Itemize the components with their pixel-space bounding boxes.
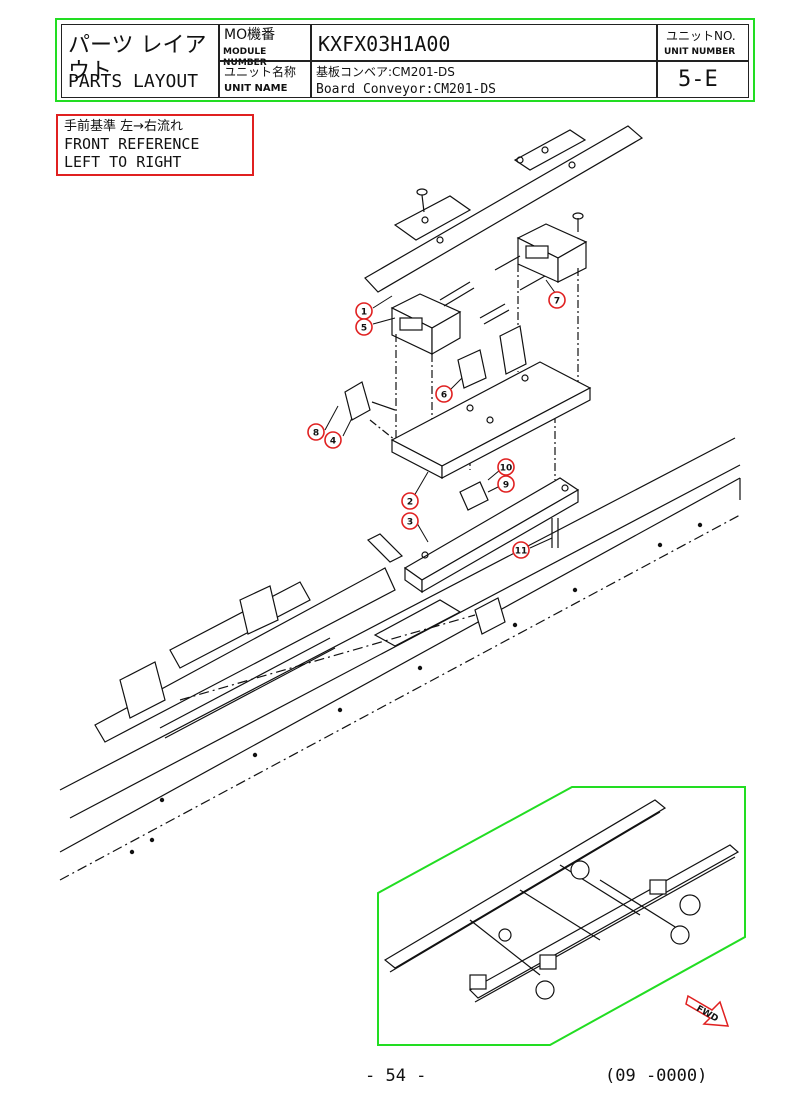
part-label-10: 10: [497, 458, 515, 476]
part-label-8: 8: [307, 423, 325, 441]
part-label-2: 2: [401, 492, 419, 510]
module-number-cell: KXFX03H1A00: [311, 24, 657, 61]
unit-name-label-jp: ユニット名称: [224, 65, 297, 79]
unit-no-label-jp: ユニットNO.: [666, 29, 736, 43]
svg-text:2: 2: [407, 498, 413, 508]
svg-text:9: 9: [503, 481, 509, 491]
unit-name-jp: 基板コンベア:CM201-DS: [316, 65, 455, 79]
title-block: パーツ レイアウト PARTS LAYOUT MO機番 MODULE NUMBE…: [55, 18, 755, 102]
overview-inset: FWD: [377, 786, 746, 1046]
unit-name-label-cell: ユニット名称 UNIT NAME: [219, 61, 311, 98]
linear-guide-left: [390, 293, 462, 356]
mo-label-cell: MO機番 MODULE NUMBER: [219, 24, 311, 68]
reference-line-en-2: LEFT TO RIGHT: [64, 153, 182, 171]
parts-layout-cell: パーツ レイアウト PARTS LAYOUT: [61, 24, 219, 98]
reference-line-en-1: FRONT REFERENCE: [64, 135, 200, 153]
reference-line-jp: 手前基準 左→右流れ: [64, 119, 184, 134]
lower-plate: [94, 567, 396, 743]
part-label-7: 7: [548, 291, 566, 309]
main-plate: [390, 361, 592, 467]
conveyor-frame: [59, 437, 741, 853]
part-label-4: 4: [324, 431, 342, 449]
svg-text:11: 11: [515, 547, 528, 557]
unit-name-cell: 基板コンベア:CM201-DS Board Conveyor:CM201-DS: [311, 61, 657, 98]
fwd-arrow: FWD: [685, 994, 730, 1027]
doc-code: (09 -0000): [605, 1066, 708, 1086]
part-label-11: 11: [512, 541, 530, 559]
svg-text:1: 1: [361, 308, 367, 318]
unit-number-cell: 5-E: [657, 61, 749, 98]
parts-layout-en: PARTS LAYOUT: [68, 71, 199, 92]
top-plate: [364, 125, 644, 293]
svg-text:FWD: FWD: [694, 1004, 719, 1024]
exploded-assembly: [59, 125, 741, 881]
unit-number: 5-E: [678, 67, 718, 92]
part-label-3: 3: [401, 512, 419, 530]
unit-name-label-en: UNIT NAME: [224, 83, 288, 94]
part-label-1: 1: [355, 302, 373, 320]
svg-text:5: 5: [361, 324, 367, 334]
unit-no-label-cell: ユニットNO. UNIT NUMBER: [657, 24, 749, 61]
cross-bar: [403, 477, 580, 581]
unit-no-label-en: UNIT NUMBER: [664, 47, 736, 57]
part-label-9: 9: [497, 475, 515, 493]
part-balloons: 1 5 7 6 8 4 2 3 10 9 11: [307, 291, 566, 559]
mo-label-jp: MO機番: [224, 27, 276, 43]
bracket: [457, 349, 487, 389]
svg-text:6: 6: [441, 391, 447, 401]
reference-box: 手前基準 左→右流れ FRONT REFERENCE LEFT TO RIGHT: [56, 114, 254, 176]
linear-guide-right: [516, 223, 588, 283]
assembly-dash-lines: [369, 264, 579, 480]
module-number: KXFX03H1A00: [318, 32, 451, 56]
part-label-5: 5: [355, 318, 373, 336]
part-label-6: 6: [435, 385, 453, 403]
top-plate-tab: [393, 195, 472, 241]
mo-label-en: MODULE NUMBER: [223, 47, 267, 68]
side-block: [344, 381, 371, 421]
svg-text:4: 4: [330, 437, 336, 447]
leader-lines: [324, 279, 557, 549]
svg-text:7: 7: [554, 297, 560, 307]
parts-layout-jp: パーツ レイアウト: [68, 33, 207, 84]
page-number: - 54 -: [365, 1066, 427, 1086]
unit-name-en: Board Conveyor:CM201-DS: [316, 82, 497, 97]
svg-text:10: 10: [500, 464, 513, 474]
svg-text:3: 3: [407, 518, 413, 528]
svg-text:8: 8: [313, 429, 319, 439]
